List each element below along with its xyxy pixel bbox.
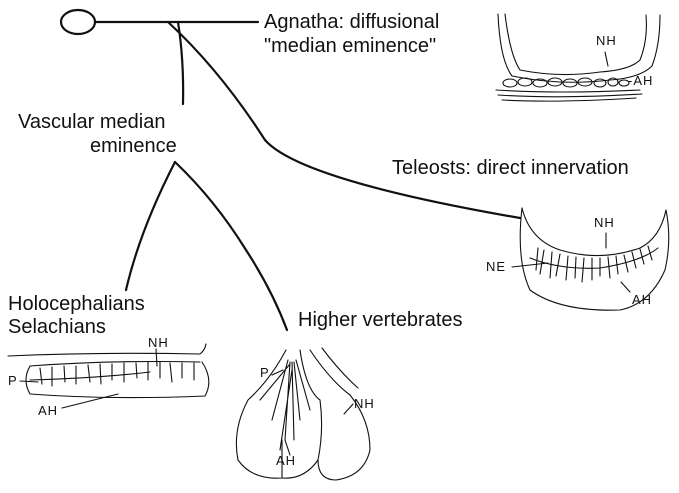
holocephalian-p-label: P [8, 374, 18, 388]
agnatha-label: Agnatha: diffusional [264, 10, 439, 34]
teleost-ah-label: AH [632, 293, 652, 307]
holocephalian-ah-label: AH [38, 404, 58, 418]
teleost-ne-label: NE [486, 260, 506, 274]
agnatha-ah-label: -AH [628, 74, 653, 88]
vascular-median-eminence-label: Vascular median [18, 110, 165, 134]
higher-ah-label: AH [276, 454, 296, 468]
agnatha-label-line2: "median eminence" [264, 34, 436, 58]
agnatha-sketch [496, 14, 660, 101]
branch-higher [175, 162, 287, 330]
holocephalians-label: Holocephalians [8, 292, 145, 316]
higher-vertebrates-label: Higher vertebrates [298, 308, 463, 332]
higher-p-label: P [260, 366, 270, 380]
holocephalian-sketch [8, 344, 209, 408]
selachians-label: Selachians [8, 315, 106, 339]
higher-vertebrates-sketch [236, 348, 370, 480]
vascular-median-eminence-label-line2: eminence [90, 134, 177, 158]
higher-nh-label: NH [354, 397, 375, 411]
holocephalian-nh-label: NH [148, 336, 169, 350]
branch-holocephalians [126, 162, 175, 290]
root-node [61, 10, 95, 34]
agnatha-nh-label: NH [596, 34, 617, 48]
teleosts-label: Teleosts: direct innervation [392, 156, 629, 180]
teleost-nh-label: NH [594, 216, 615, 230]
